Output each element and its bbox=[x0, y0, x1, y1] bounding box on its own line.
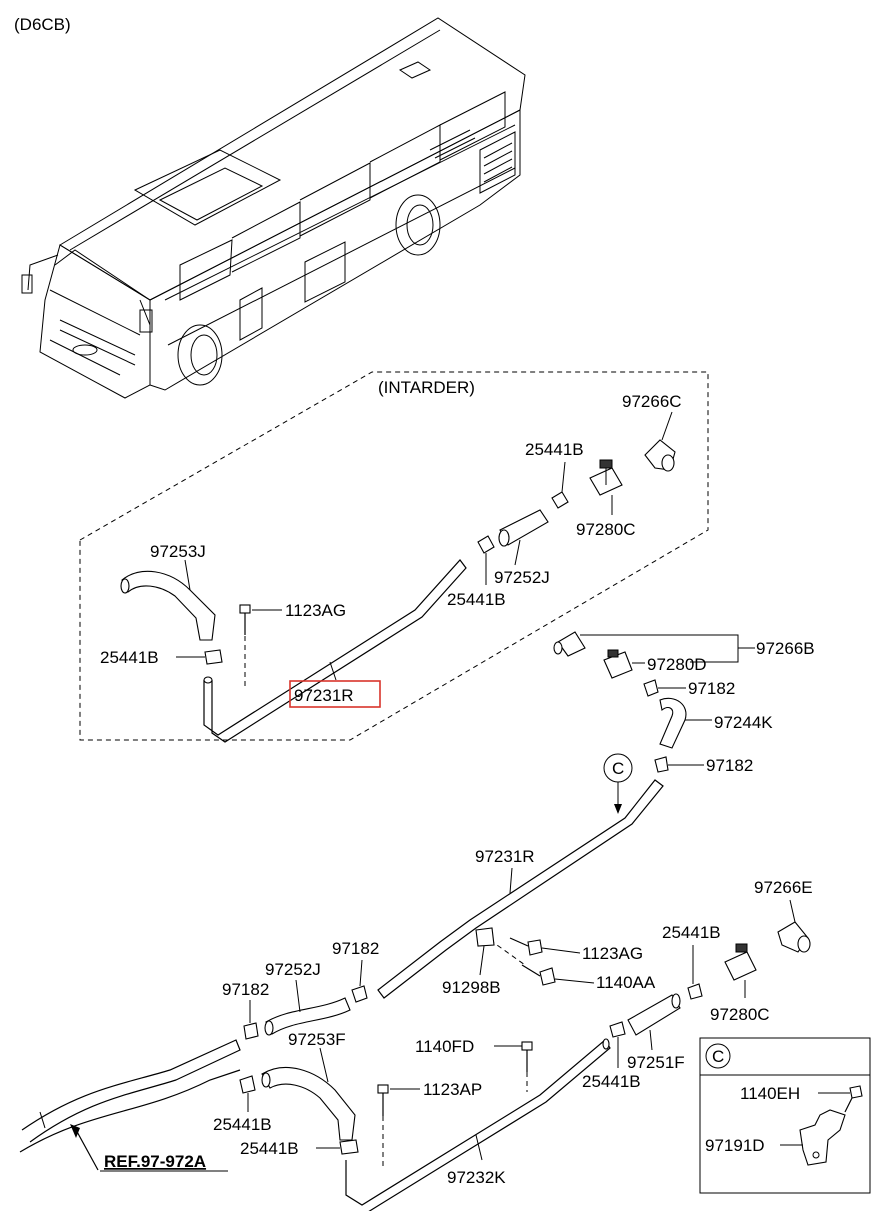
label-1123ap: 1123AP bbox=[423, 1080, 482, 1099]
label-25441b-top: 25441B bbox=[525, 440, 584, 459]
elbow-97266e bbox=[777, 899, 811, 953]
bolt-1123ag-low bbox=[509, 937, 581, 956]
engine-code: (D6CB) bbox=[14, 15, 71, 34]
clamp-97182-c bbox=[351, 959, 368, 1003]
pipe-97231r-lower bbox=[377, 779, 664, 999]
label-97280d: 97280D bbox=[647, 655, 707, 674]
highlight-box bbox=[289, 680, 381, 708]
callout-c-marker bbox=[603, 753, 633, 814]
hose-97252j bbox=[498, 509, 549, 566]
label-25441b-bl: 25441B bbox=[213, 1115, 272, 1134]
label-97252j: 97252J bbox=[494, 568, 550, 587]
label-97266e: 97266E bbox=[754, 878, 813, 897]
detail-box-c bbox=[699, 1037, 871, 1194]
label-25441b-bm: 25441B bbox=[240, 1139, 299, 1158]
label-97231r-highlight: 97231R bbox=[294, 686, 354, 705]
label-25441b-low: 25441B bbox=[582, 1072, 641, 1091]
valve-97280c-top bbox=[589, 459, 623, 515]
label-97244k: 97244K bbox=[714, 713, 773, 732]
hose-97253j bbox=[120, 559, 216, 641]
clamp-97182-d bbox=[243, 1000, 259, 1040]
hose-97251f bbox=[627, 993, 681, 1051]
clamp-25441b-mid bbox=[477, 535, 495, 585]
label-97191d: 97191D bbox=[705, 1136, 765, 1155]
label-97280c-top: 97280C bbox=[576, 520, 636, 539]
label-97231r-lower: 97231R bbox=[475, 847, 535, 866]
label-97232k: 97232K bbox=[447, 1168, 506, 1187]
bolt-1140fd bbox=[494, 1041, 533, 1092]
bolt-1123ag-top bbox=[239, 604, 282, 690]
clamp-25441b-right bbox=[687, 945, 703, 1000]
clamp-97182-a bbox=[643, 679, 686, 697]
bolt-1123ap bbox=[377, 1084, 420, 1168]
label-97182-d: 97182 bbox=[222, 980, 269, 999]
fitting-97266b bbox=[553, 631, 586, 657]
valve-97280d bbox=[603, 649, 645, 679]
hose-97252j-low bbox=[264, 979, 351, 1036]
bracket-97266b bbox=[580, 634, 755, 663]
callout-c-letter: C bbox=[612, 759, 624, 778]
label-97253f: 97253F bbox=[288, 1030, 346, 1049]
clamp-97182-b bbox=[654, 756, 704, 773]
clamp-25441b-bl bbox=[239, 1075, 256, 1112]
pipe-97231r-upper bbox=[203, 559, 467, 743]
bracket-91298b bbox=[475, 927, 495, 976]
label-97251f: 97251F bbox=[627, 1053, 685, 1072]
bracket-97191d bbox=[780, 1109, 846, 1166]
label-97266c: 97266C bbox=[622, 392, 682, 411]
label-91298b: 91298B bbox=[442, 978, 501, 997]
label-97280c-low: 97280C bbox=[710, 1005, 770, 1024]
bolt-1140eh bbox=[818, 1085, 863, 1113]
bus-illustration bbox=[21, 17, 526, 399]
hose-97244k bbox=[659, 697, 712, 749]
label-1140aa: 1140AA bbox=[596, 973, 656, 992]
pipe-97232k bbox=[345, 1038, 611, 1211]
intarder-group-outline bbox=[79, 371, 709, 741]
hose-97253f bbox=[261, 1047, 356, 1141]
label-97182-c: 97182 bbox=[332, 939, 379, 958]
bolt-1140aa bbox=[489, 939, 595, 986]
label-97252j-low: 97252J bbox=[265, 960, 321, 979]
clamp-25441b-left bbox=[176, 649, 223, 665]
detail-c-letter: C bbox=[712, 1047, 724, 1066]
label-97266b: 97266B bbox=[756, 639, 815, 658]
label-1123ag-top: 1123AG bbox=[285, 601, 346, 620]
label-97253j: 97253J bbox=[150, 542, 206, 561]
label-1140eh: 1140EH bbox=[740, 1084, 800, 1103]
reference-label: REF.97-972A bbox=[104, 1152, 206, 1171]
label-97182-a: 97182 bbox=[688, 679, 735, 698]
elbow-fitting-97266c bbox=[644, 411, 676, 472]
clamp-25441b-top bbox=[551, 461, 569, 509]
ref-pipes bbox=[19, 1039, 241, 1171]
label-1123ag-low: 1123AG bbox=[582, 944, 643, 963]
label-1140fd: 1140FD bbox=[415, 1037, 474, 1056]
label-97182-b: 97182 bbox=[706, 756, 753, 775]
label-25441b-left: 25441B bbox=[100, 648, 159, 667]
clamp-25441b-low bbox=[609, 1021, 626, 1068]
intarder-label: (INTARDER) bbox=[378, 378, 475, 397]
label-25441b-right: 25441B bbox=[662, 923, 721, 942]
clamp-25441b-bm bbox=[316, 1139, 359, 1155]
valve-97280c-low bbox=[724, 943, 757, 998]
label-25441b-mid: 25441B bbox=[447, 590, 506, 609]
